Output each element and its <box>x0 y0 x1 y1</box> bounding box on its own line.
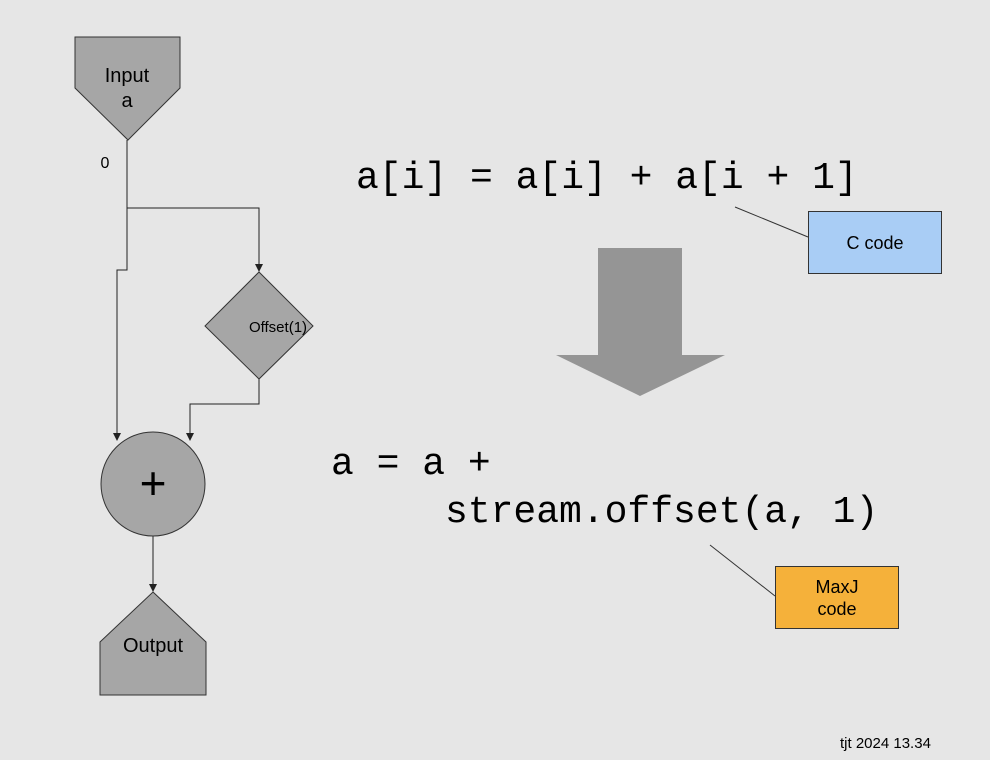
output-label: Output <box>123 635 183 657</box>
edge-input-to-offset <box>126 140 263 272</box>
add-node: + <box>100 431 206 537</box>
edge-input-to-add <box>113 208 128 441</box>
maxj-code-callout: MaxJ code <box>775 566 899 629</box>
maxj-code-leader-line <box>709 544 776 597</box>
offset-label: Offset(1) <box>249 319 307 336</box>
c-code-line: a[i] = a[i] + a[i + 1] <box>356 157 858 200</box>
edge-offset-to-add <box>186 379 260 441</box>
c-code-callout-label: C code <box>846 232 904 253</box>
input-node: Input a <box>74 36 181 141</box>
input-port-index: 0 <box>101 155 110 172</box>
maxj-code-line1: a = a + <box>331 443 491 486</box>
c-code-leader-line <box>734 206 809 238</box>
maxj-callout-label-line1: MaxJ <box>815 576 859 597</box>
output-node: Output <box>99 591 207 696</box>
slide-footer: tjt 2024 13.34 <box>840 735 931 752</box>
c-code-callout: C code <box>808 211 942 274</box>
add-symbol: + <box>140 457 167 509</box>
maxj-callout-label-line2: code <box>817 598 857 619</box>
input-label-line2: a <box>121 90 133 112</box>
offset-node: Offset(1) <box>204 271 314 380</box>
connectors <box>113 140 263 592</box>
input-label-line1: Input <box>105 65 150 87</box>
maxj-code-line2: stream.offset(a, 1) <box>445 491 879 534</box>
transform-arrow <box>556 248 725 396</box>
